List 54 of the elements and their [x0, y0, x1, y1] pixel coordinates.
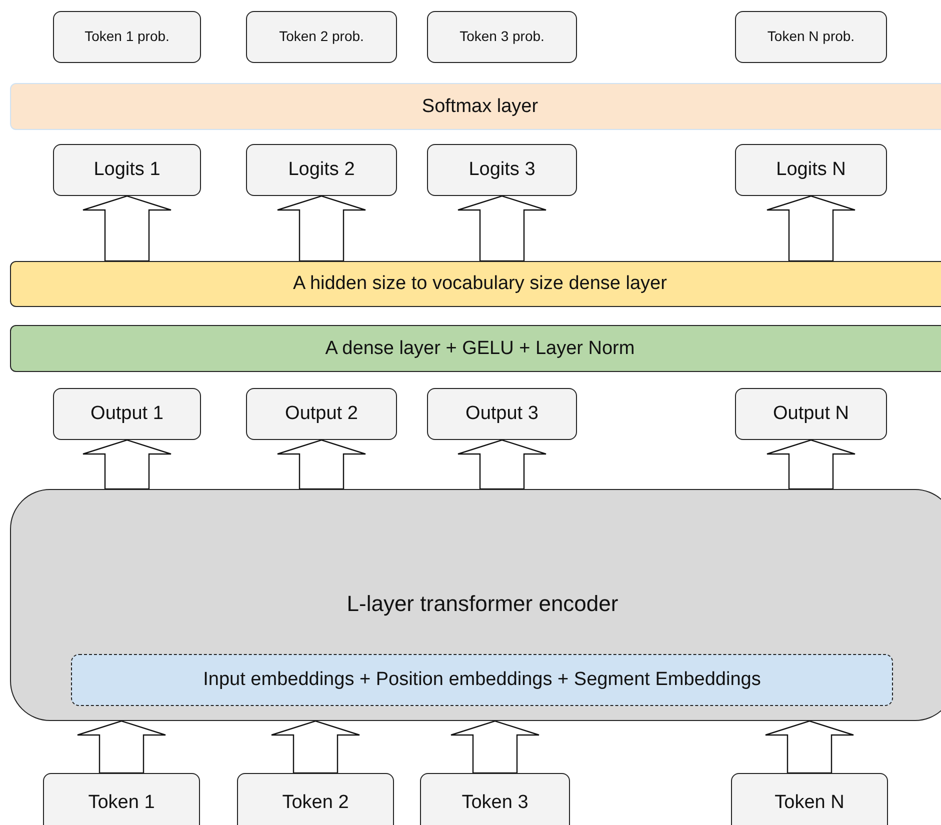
node-label: Token 2	[281, 791, 350, 815]
node-label: Softmax layer	[420, 94, 540, 118]
process-box	[420, 773, 570, 825]
process-box	[53, 388, 201, 440]
encoder-block	[10, 489, 941, 721]
layer-band	[10, 261, 941, 307]
process-box	[246, 388, 397, 440]
node-label: Logits 1	[92, 158, 162, 182]
node-label: Output 1	[90, 402, 164, 426]
node-label: Output 2	[284, 402, 359, 426]
process-box	[427, 144, 577, 196]
process-box	[735, 144, 887, 196]
node-label: Output N	[772, 402, 850, 426]
block-arrow	[766, 439, 856, 490]
node-label: Token N prob.	[766, 28, 856, 46]
block-arrow	[276, 439, 366, 490]
probability-box	[53, 11, 201, 63]
block-arrow	[276, 195, 366, 262]
block-arrow	[457, 195, 547, 262]
process-box	[43, 773, 200, 825]
process-box	[427, 388, 577, 440]
node-label: A hidden size to vocabulary size dense layer	[292, 272, 668, 296]
node-label: Token 1	[87, 791, 156, 815]
block-arrow	[82, 439, 172, 490]
probability-box	[427, 11, 577, 63]
process-box	[731, 773, 888, 825]
node-label: A dense layer + GELU + Layer Norm	[324, 336, 636, 360]
block-arrow	[450, 720, 540, 774]
process-box	[246, 144, 397, 196]
process-box	[735, 388, 887, 440]
node-label: Logits 2	[287, 158, 356, 182]
block-arrow	[457, 439, 547, 490]
process-box	[237, 773, 394, 825]
node-label: Output 3	[464, 402, 540, 426]
node-label: Input embeddings + Position embeddings + Segment Embeddings	[202, 668, 762, 692]
probability-box	[735, 11, 887, 63]
node-label: Token 3 prob.	[458, 28, 546, 46]
block-arrow	[764, 720, 854, 774]
node-label: Logits 3	[468, 158, 536, 182]
node-label: Token 1 prob.	[84, 28, 170, 46]
process-box	[53, 144, 201, 196]
probability-box	[246, 11, 397, 63]
node-label: Logits N	[775, 158, 847, 182]
block-arrow	[766, 195, 856, 262]
block-arrow	[82, 195, 172, 262]
node-label: Token N	[774, 791, 846, 815]
node-label: Token 3	[460, 791, 530, 815]
layer-band	[10, 325, 941, 372]
layer-band	[10, 83, 941, 130]
embedding-box	[71, 654, 893, 706]
node-label: Token 2 prob.	[278, 28, 365, 46]
node-label: L-layer transformer encoder	[346, 590, 620, 618]
block-arrow	[76, 720, 166, 774]
block-arrow	[270, 720, 360, 774]
